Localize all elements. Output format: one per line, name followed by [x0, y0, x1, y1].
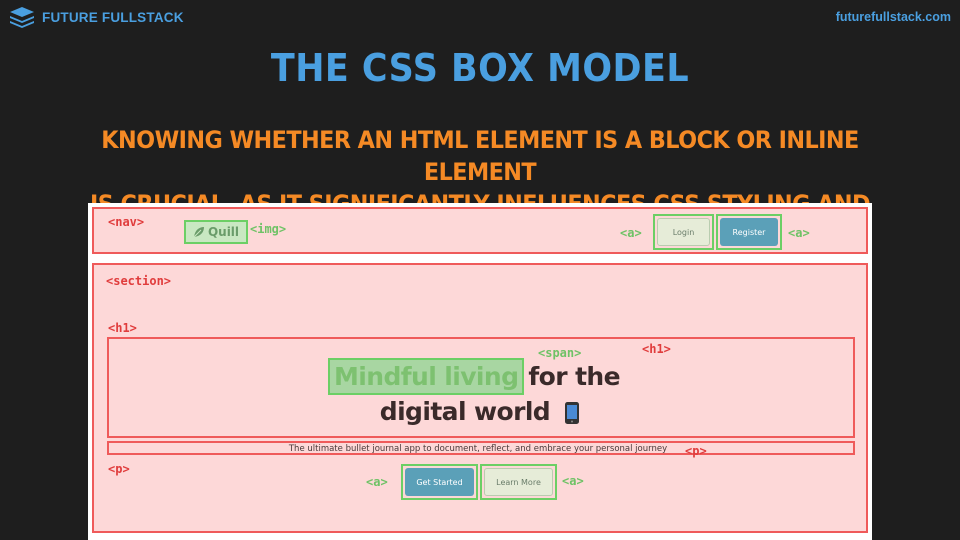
hero-heading-rest: for the [528, 361, 620, 391]
span-tag: <span> [538, 346, 582, 360]
p-box [107, 441, 855, 455]
login-outline [653, 214, 714, 250]
brand[interactable]: FUTURE FULLSTACK [8, 6, 184, 28]
a-register-tag: <a> [788, 226, 810, 240]
a-login-tag: <a> [620, 226, 642, 240]
get-started-outline [401, 464, 478, 500]
h1-outer-tag: <h1> [108, 321, 137, 335]
hero-highlight-span: Mindful living [328, 357, 525, 395]
login-button[interactable]: Login [657, 218, 710, 246]
p-outer-tag: <p> [108, 462, 130, 476]
leaf-icon [193, 227, 204, 238]
hero-heading-line-1: Mindful living for the [328, 352, 621, 400]
nav-tag: <nav> [108, 215, 145, 229]
brand-name: FUTURE FULLSTACK [42, 9, 184, 25]
layers-stack-icon [10, 7, 34, 28]
register-button[interactable]: Register [720, 218, 778, 246]
a-learn-more-tag: <a> [562, 474, 584, 488]
tagline-text: The ultimate bullet journal app to docum… [288, 444, 668, 454]
mobile-phone-icon [565, 402, 580, 424]
learn-more-button[interactable]: Learn More [484, 468, 553, 496]
get-started-button[interactable]: Get Started [405, 468, 474, 496]
p-inner-tag: <p> [685, 444, 707, 458]
site-url-link[interactable]: futurefullstack.com [835, 10, 951, 24]
img-tag: <img> [250, 222, 287, 236]
section-tag: <section> [106, 274, 172, 288]
h1-inner-tag: <h1> [642, 342, 671, 356]
subtitle-line-1: KNOWING WHETHER AN HTML ELEMENT IS A BLO… [101, 126, 859, 186]
register-outline [716, 214, 782, 250]
slide-title: THE CSS BOX MODEL [270, 46, 690, 90]
quill-logo[interactable]: Quill [184, 220, 248, 244]
nav-box: <nav> Quill <img> <a> Login Register <a> [92, 207, 868, 254]
hero-heading-line-2: digital world [88, 397, 872, 426]
learn-more-outline [480, 464, 557, 500]
box-model-demo: <nav> Quill <img> <a> Login Register <a>… [88, 203, 872, 540]
logo-text: Quill [207, 225, 240, 239]
a-get-started-tag: <a> [366, 475, 388, 489]
h1-box [107, 337, 855, 438]
hero-heading-line-2-text: digital world [379, 397, 551, 426]
